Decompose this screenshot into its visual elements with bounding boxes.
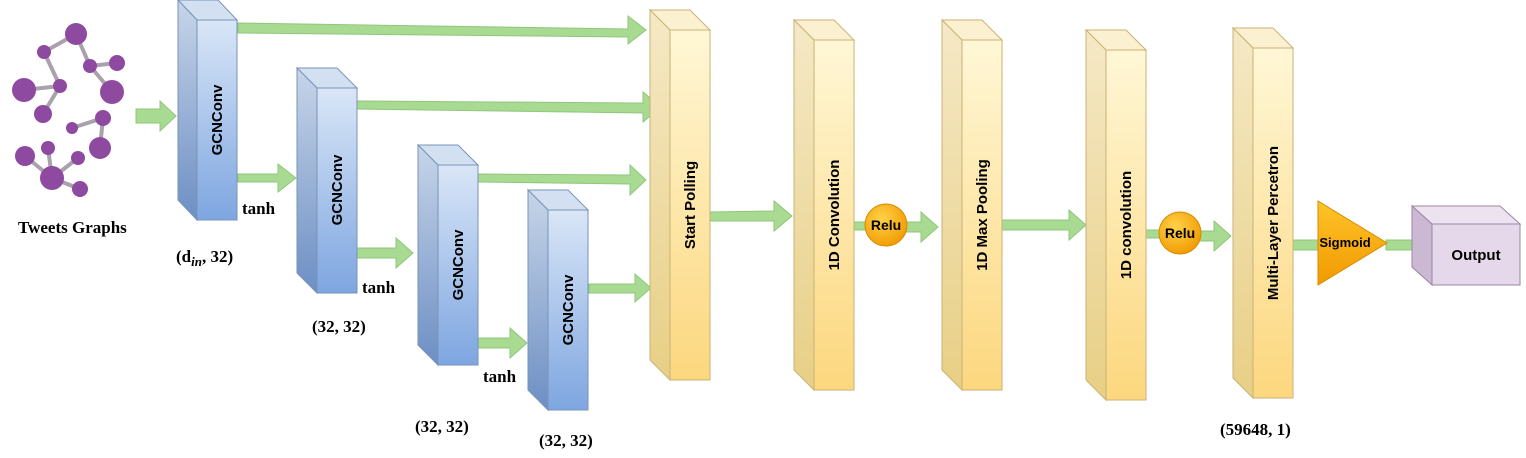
sigmoid-node: Sigmoid: [1317, 200, 1388, 286]
gcn2-shape-label: (32, 32): [312, 317, 366, 336]
gcn-layer-1: GCNConv: [177, 0, 239, 222]
maxpool-label: 1D Max Pooling: [974, 159, 991, 271]
mlp-label: Multi-Layer Percetron: [1265, 146, 1282, 300]
sigmoid-label: Sigmoid: [1319, 235, 1370, 250]
arrow-gcn1-to-gcn2: [237, 162, 297, 194]
output-label: Output: [1451, 247, 1500, 264]
gcn3-shape-label: (32, 32): [415, 417, 469, 436]
maxpool-block: 1D Max Pooling: [940, 18, 1004, 392]
mlp-shape-label: (59648, 1): [1220, 420, 1291, 439]
relu1-label: Relu: [871, 217, 901, 233]
arrow-gcn1-to-pooling: [237, 14, 647, 46]
gcn-layer-2: GCNConv: [295, 66, 359, 295]
gcn-layer-2-label: GCNConv: [329, 154, 346, 225]
arrow-gcn3-to-pooling: [477, 163, 647, 197]
gcn-layer-3-label: GCNConv: [450, 229, 467, 300]
arrow-conv1-to-relu1: [853, 221, 867, 231]
gcn-layer-4-label: GCNConv: [560, 274, 577, 345]
arrow-gcn3-to-gcn4: [477, 326, 528, 360]
arrow-relu2-to-mlp: [1199, 219, 1232, 253]
arrow-mlp-to-sigmoid: [1292, 239, 1319, 251]
conv2-label: 1D convolution: [1118, 171, 1135, 279]
conv2-block: 1D convolution: [1084, 28, 1148, 402]
arrow-gcn2-to-gcn3: [356, 236, 414, 270]
output-node: Output: [1410, 204, 1522, 287]
conv1-label: 1D Convolution: [826, 160, 843, 271]
start-pooling-block: Start Polling: [648, 8, 712, 382]
arrow-pooling-to-conv1: [709, 199, 793, 233]
input-label: Tweets Graphs: [18, 218, 127, 237]
arrow-conv2-to-relu2: [1145, 229, 1161, 239]
gcn3-activation-label: tanh: [483, 367, 517, 386]
arrow-relu1-to-maxpool: [905, 210, 939, 244]
gcn1-shape-label: (din, 32): [176, 247, 233, 269]
arrow-maxpool-to-conv2: [1001, 208, 1087, 242]
start-pooling-label: Start Polling: [682, 161, 699, 249]
gcn-layer-1-label: GCNConv: [209, 84, 226, 155]
graph-network-icon: [12, 23, 125, 197]
gcn-layer-4: GCNConv: [526, 188, 590, 412]
gcn1-activation-label: tanh: [242, 199, 276, 218]
arrows: [135, 14, 1414, 360]
arrow-gcn2-to-pooling: [356, 90, 662, 124]
arrow-sigmoid-to-output: [1385, 239, 1414, 251]
arrow-input-to-gcn1: [135, 99, 177, 133]
relu2-label: Relu: [1165, 225, 1195, 241]
gcn-layer-3: GCNConv: [416, 143, 480, 367]
arrow-gcn4-to-pooling: [588, 272, 652, 304]
relu1-node: Relu: [864, 203, 908, 247]
relu2-node: Relu: [1158, 211, 1202, 255]
gcn4-shape-label: (32, 32): [539, 431, 593, 450]
gcn2-activation-label: tanh: [362, 278, 396, 297]
conv1-block: 1D Convolution: [792, 18, 856, 392]
mlp-block: Multi-Layer Percetron: [1231, 26, 1295, 400]
